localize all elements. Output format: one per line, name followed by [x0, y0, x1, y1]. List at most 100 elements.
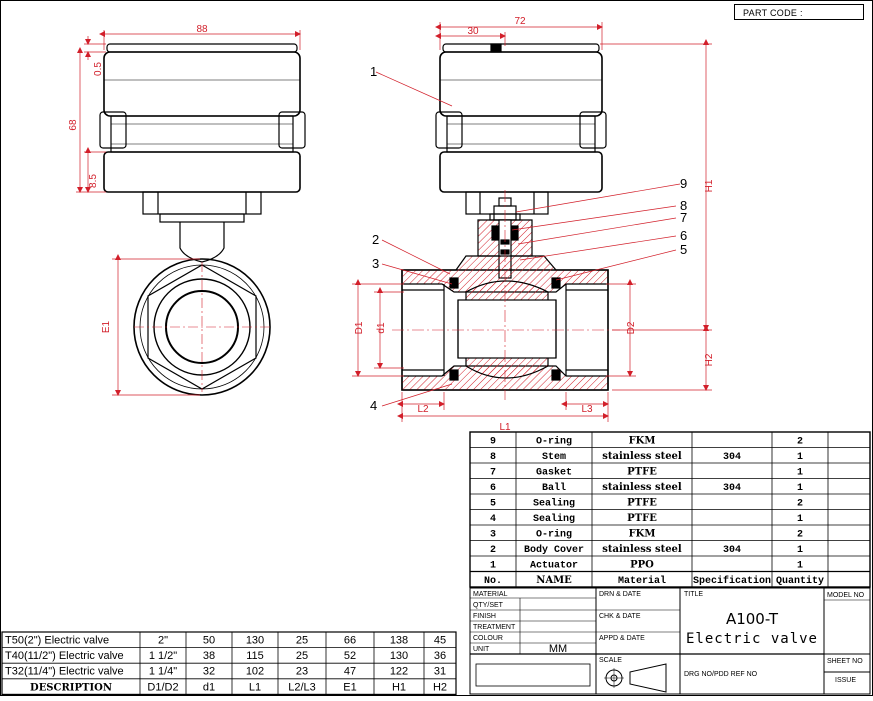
- parts-table-row: 6 Ball stainless steel 304 1: [490, 482, 803, 494]
- dim-cell-e1: 47: [344, 666, 356, 678]
- part-qty: 1: [797, 514, 803, 525]
- part-qty: 2: [797, 530, 803, 541]
- tb-unit: UNIT: [473, 646, 490, 653]
- part-material: FKM: [629, 436, 656, 447]
- dim-cell-l2l3: 23: [296, 666, 308, 678]
- part-name: Body Cover: [524, 544, 584, 556]
- part-no: 7: [490, 468, 496, 479]
- part-qty: 2: [797, 499, 803, 510]
- dim-side-width: 72: [514, 16, 526, 27]
- dim-cell-d1d2: 1 1/4": [149, 666, 177, 678]
- tb-appd-date: APPD & DATE: [599, 635, 645, 642]
- part-no: 4: [490, 514, 496, 525]
- part-material: PTFE: [627, 498, 657, 509]
- dim-cell-l1: 130: [246, 635, 264, 647]
- part-spec: 304: [723, 483, 741, 494]
- tb-unit-value: MM: [549, 643, 567, 655]
- part-name: Sealing: [533, 498, 575, 510]
- parts-table-row: 9 O-ring FKM 2: [490, 436, 803, 448]
- part-no: 9: [490, 437, 496, 448]
- dim-cell-h2: 45: [434, 635, 446, 647]
- tb-title-line1: A100-T: [726, 610, 779, 628]
- tb-issue: ISSUE: [835, 677, 856, 684]
- dim-cell-h1: 122: [390, 666, 408, 678]
- dim-h2: H2: [704, 353, 715, 366]
- part-spec: 304: [723, 545, 741, 556]
- part-no: 6: [490, 483, 496, 494]
- header-no: No.: [484, 576, 502, 587]
- section-view: [392, 43, 620, 400]
- part-qty: 1: [797, 561, 803, 572]
- part-spec: 304: [723, 452, 741, 463]
- part-name: Ball: [542, 482, 566, 494]
- callout-4: 4: [370, 398, 377, 413]
- dim-cell-l1: 115: [246, 650, 264, 662]
- tb-qty-set: QTY/SET: [473, 602, 504, 609]
- header-spec: Specification: [693, 575, 771, 587]
- part-material: stainless steel: [602, 482, 682, 493]
- dim-top-width: 88: [196, 24, 208, 35]
- section-view-dimensions: [352, 22, 712, 422]
- dim-cell-l2l3: 25: [296, 650, 308, 662]
- dim-header-e1: E1: [343, 681, 356, 693]
- part-qty: 1: [797, 483, 803, 494]
- part-material: PTFE: [627, 467, 657, 478]
- dim-header-d1: d1: [203, 681, 215, 693]
- dim-cell-h2: 36: [434, 650, 446, 662]
- tb-colour: COLOUR: [473, 635, 503, 642]
- dim-table-row: T32(11/4") Electric valve 1 1/4" 32 102 23 47…: [5, 666, 446, 678]
- dim-cell-h1: 130: [390, 650, 408, 662]
- part-material: PPO: [630, 560, 654, 571]
- part-no: 2: [490, 545, 496, 556]
- tb-drn-date: DRN & DATE: [599, 591, 641, 598]
- part-no: 1: [490, 561, 496, 572]
- callout-3: 3: [372, 256, 379, 271]
- dim-l2: L2: [417, 404, 429, 415]
- dim-0-5: 0.5: [93, 62, 104, 76]
- part-name: Stem: [542, 452, 566, 463]
- tb-chk-date: CHK & DATE: [599, 613, 641, 620]
- callout-7: 7: [680, 210, 687, 225]
- callout-8: 8: [680, 198, 687, 213]
- tb-material: MATERIAL: [473, 591, 508, 598]
- dim-cell-e1: 66: [344, 635, 356, 647]
- part-qty: 1: [797, 452, 803, 463]
- part-code-label: PART CODE :: [743, 8, 803, 18]
- dim-cell-d1: 32: [203, 666, 215, 678]
- dim-cell-e1: 52: [344, 650, 356, 662]
- part-name: Sealing: [533, 513, 575, 525]
- callout-9: 9: [680, 176, 687, 191]
- part-material: stainless steel: [602, 451, 682, 462]
- dim-cell-d1d2: 2": [158, 635, 168, 647]
- tb-title-label: TITLE: [684, 591, 703, 598]
- dim-cell-h1: 138: [390, 635, 408, 647]
- tb-drg-no: DRG NO/PDD REF NO: [684, 671, 758, 678]
- part-qty: 2: [797, 437, 803, 448]
- dim-header-l1: L1: [249, 681, 261, 693]
- callout-5: 5: [680, 242, 687, 257]
- part-name: O-ring: [536, 436, 572, 448]
- dim-header-h1: H1: [392, 681, 406, 693]
- part-material: stainless steel: [602, 544, 682, 555]
- dim-desc: T32(11/4") Electric valve: [5, 666, 124, 678]
- dim-l1: L1: [499, 422, 511, 433]
- part-material: FKM: [629, 529, 656, 540]
- tb-scale: SCALE: [599, 657, 622, 664]
- part-name: O-ring: [536, 529, 572, 541]
- dim-cell-l1: 102: [246, 666, 264, 678]
- dim-68: 68: [68, 119, 79, 131]
- dim-d1-upper: D1: [354, 321, 365, 334]
- dim-desc: T40(11/2") Electric valve: [5, 650, 124, 662]
- section-view-dim-labels: 72 30 H1 H2 D1 d1 D2 L1 L2 L3 1 2 3 4 5 …: [354, 16, 715, 433]
